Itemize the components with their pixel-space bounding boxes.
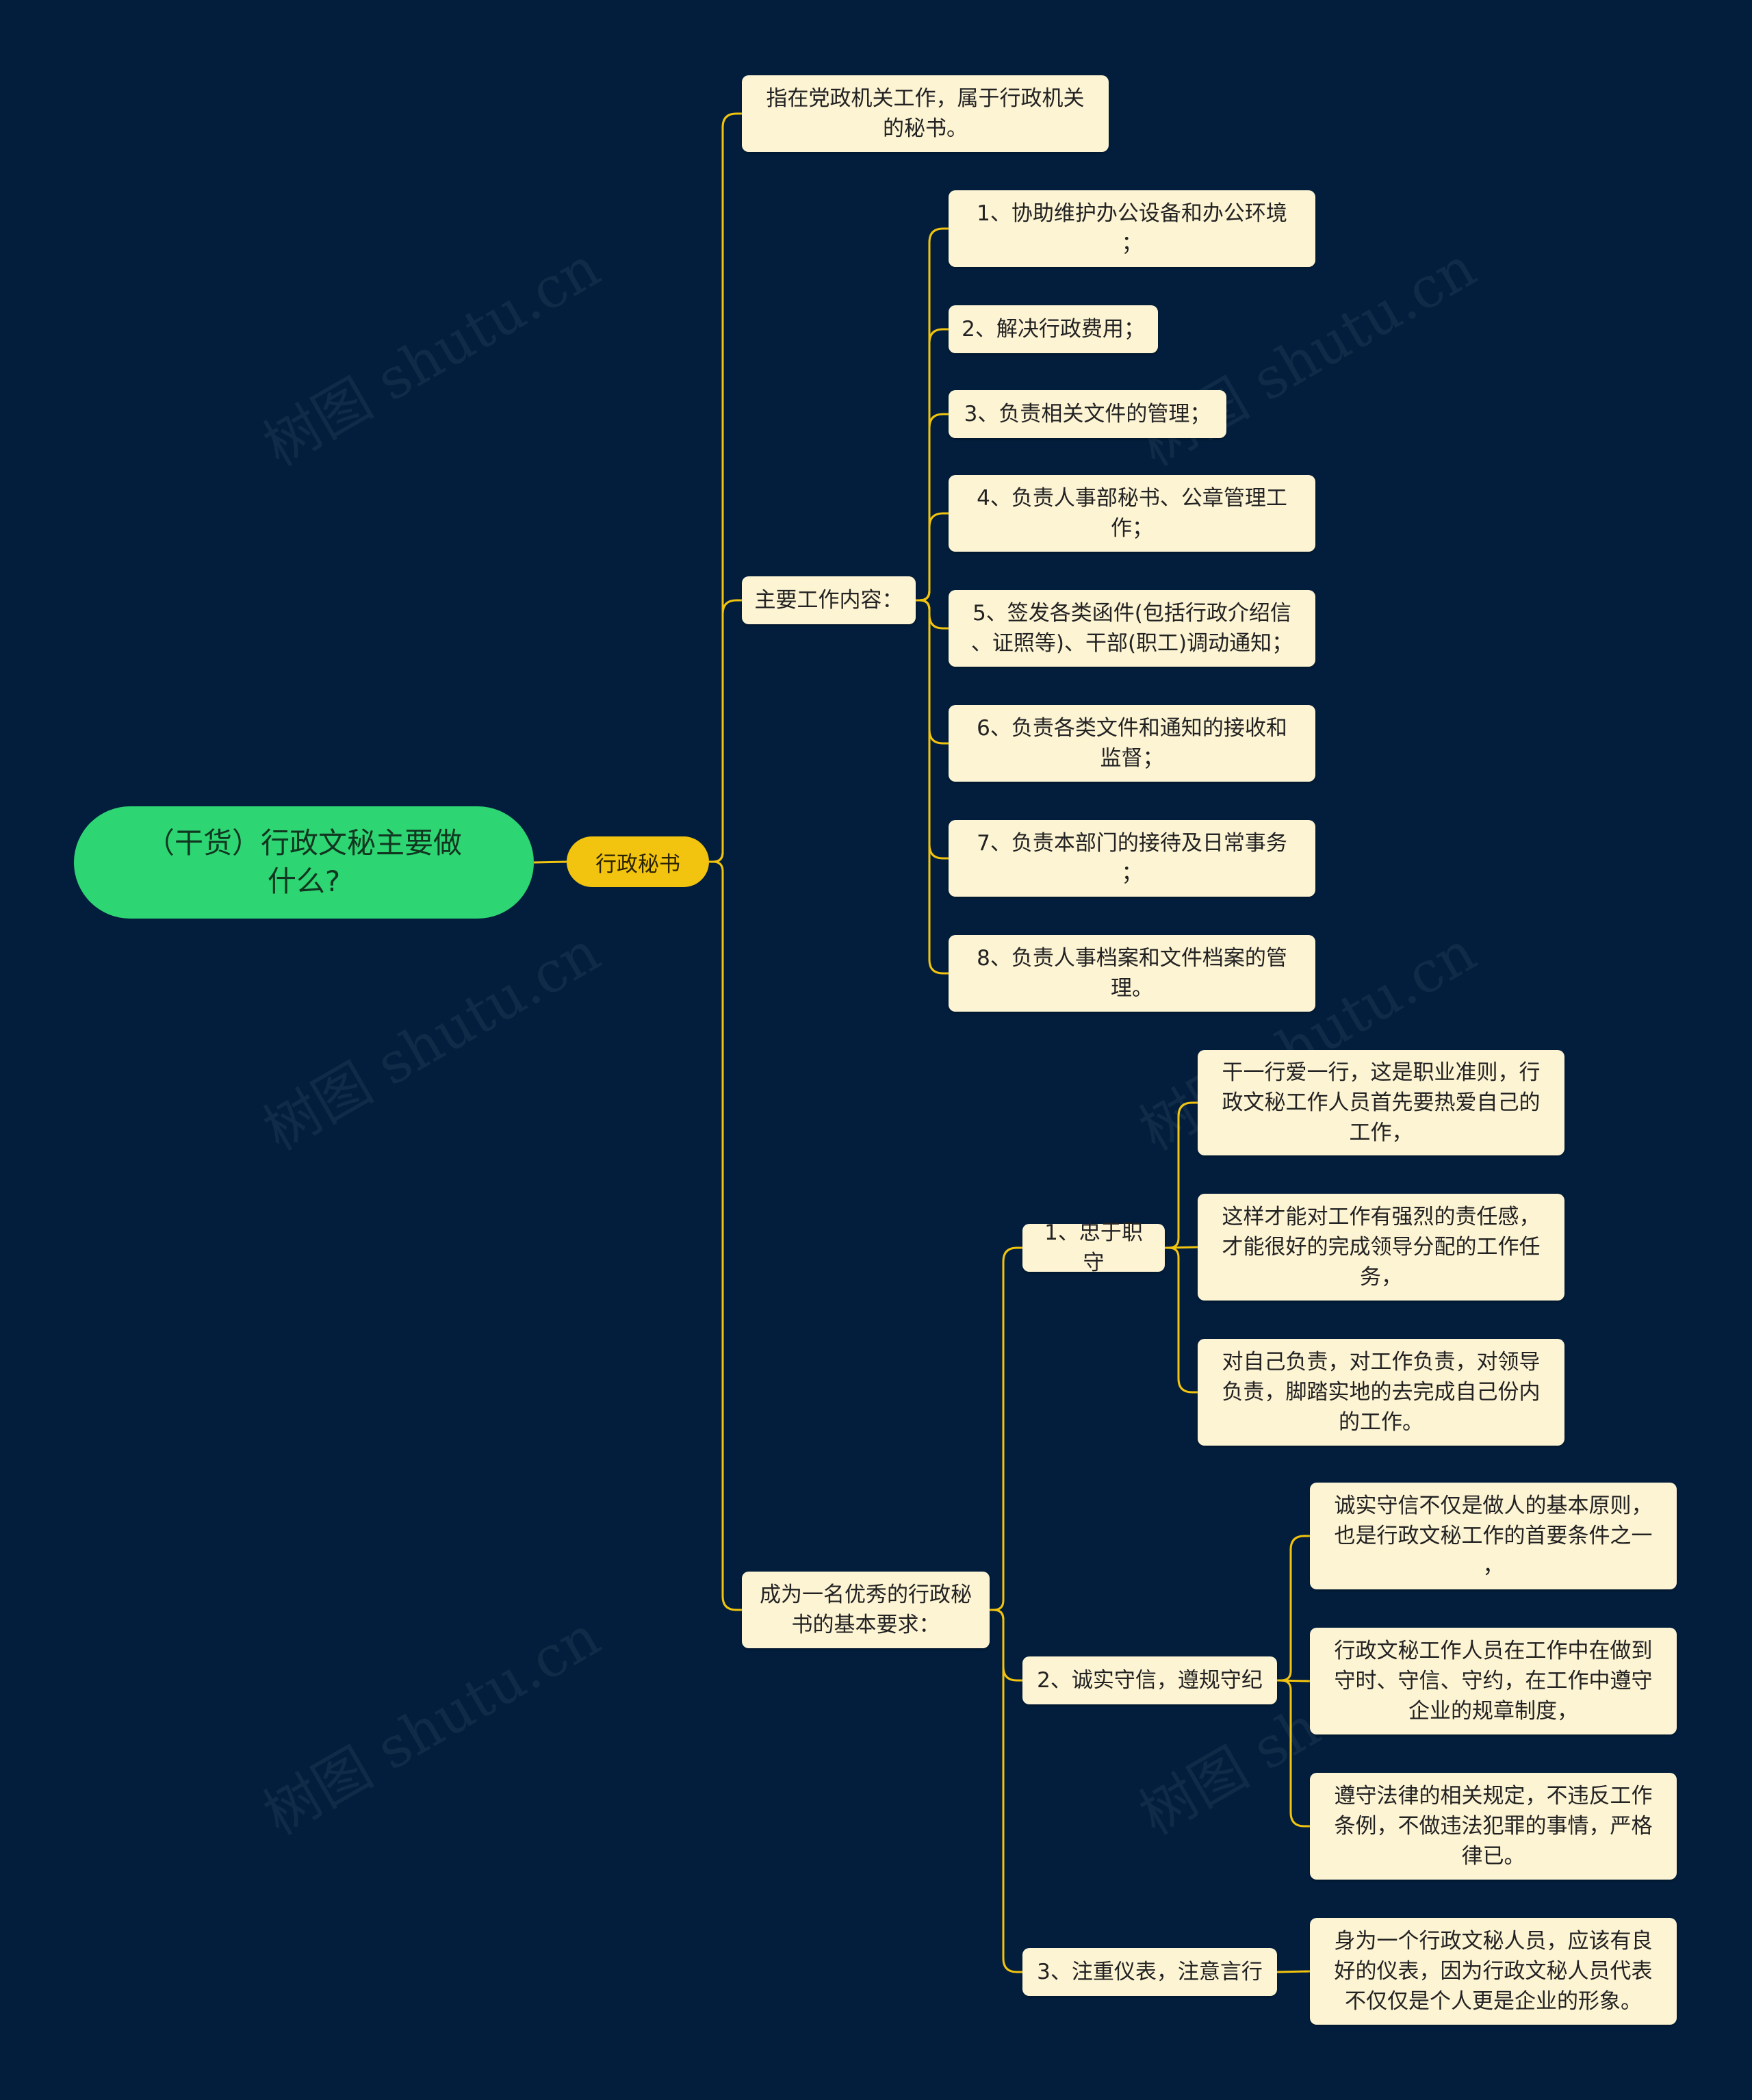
branch-main-duties[interactable]: 主要工作内容： bbox=[742, 576, 916, 624]
connector-line bbox=[709, 112, 742, 863]
connector-line bbox=[916, 599, 949, 745]
connector-line bbox=[916, 599, 949, 630]
requirement-detail[interactable]: 行政文秘工作人员在工作中在做到 守时、守信、守约，在工作中遵守 企业的规章制度， bbox=[1310, 1628, 1677, 1734]
connector-line bbox=[916, 512, 949, 602]
duty-item[interactable]: 8、负责人事档案和文件档案的管 理。 bbox=[949, 935, 1315, 1012]
connector-line bbox=[709, 860, 742, 1611]
duty-item[interactable]: 5、签发各类函件(包括行政介绍信 、证照等)、干部(职工)调动通知； bbox=[949, 590, 1315, 667]
connector-line bbox=[709, 599, 742, 863]
duty-item[interactable]: 1、协助维护办公设备和办公环境 ； bbox=[949, 190, 1315, 267]
connector-line bbox=[990, 1609, 1022, 1682]
requirement-honesty[interactable]: 2、诚实守信，遵规守纪 bbox=[1022, 1656, 1277, 1704]
root-topic[interactable]: （干货）行政文秘主要做 什么? bbox=[74, 806, 534, 919]
duty-item[interactable]: 3、负责相关文件的管理； bbox=[949, 390, 1226, 438]
connector-line bbox=[990, 1246, 1022, 1611]
requirement-appearance[interactable]: 3、注重仪表，注意言行 bbox=[1022, 1948, 1277, 1996]
requirement-detail[interactable]: 遵守法律的相关规定，不违反工作 条例，不做违法犯罪的事情，严格 律已。 bbox=[1310, 1773, 1677, 1880]
requirement-detail[interactable]: 这样才能对工作有强烈的责任感， 才能很好的完成领导分配的工作任 务， bbox=[1198, 1194, 1564, 1301]
connector-line bbox=[1277, 1679, 1310, 1828]
requirement-detail[interactable]: 身为一个行政文秘人员，应该有良 好的仪表，因为行政文秘人员代表 不仅仅是个人更是… bbox=[1310, 1918, 1677, 2025]
connector-line bbox=[1165, 1101, 1198, 1249]
connector-line bbox=[1277, 1535, 1310, 1682]
requirement-loyalty[interactable]: 1、忠于职守 bbox=[1022, 1220, 1165, 1275]
connector-line bbox=[916, 328, 949, 602]
connector-line bbox=[916, 599, 949, 860]
duty-item[interactable]: 6、负责各类文件和通知的接收和 监督； bbox=[949, 705, 1315, 782]
requirement-detail[interactable]: 干一行爱一行，这是职业准则，行 政文秘工作人员首先要热爱自己的 工作， bbox=[1198, 1050, 1564, 1155]
duty-item[interactable]: 7、负责本部门的接待及日常事务 ； bbox=[949, 820, 1315, 897]
branch-definition[interactable]: 指在党政机关工作，属于行政机关 的秘书。 bbox=[742, 75, 1109, 152]
connector-line bbox=[990, 1609, 1022, 1973]
hub-topic[interactable]: 行政秘书 bbox=[567, 836, 709, 887]
duty-item[interactable]: 2、解决行政费用； bbox=[949, 305, 1158, 353]
connector-line bbox=[1276, 1970, 1311, 1973]
connector-line bbox=[1165, 1246, 1198, 1394]
connector-line bbox=[916, 413, 949, 602]
duty-item[interactable]: 4、负责人事部秘书、公章管理工 作； bbox=[949, 475, 1315, 552]
connector-line bbox=[916, 599, 949, 975]
requirement-detail[interactable]: 对自己负责，对工作负责，对领导 负责，脚踏实地的去完成自己份内 的工作。 bbox=[1198, 1339, 1564, 1446]
branch-basic-requirements[interactable]: 成为一名优秀的行政秘 书的基本要求： bbox=[742, 1572, 990, 1648]
requirement-detail[interactable]: 诚实守信不仅是做人的基本原则， 也是行政文秘工作的首要条件之一 ， bbox=[1310, 1483, 1677, 1589]
